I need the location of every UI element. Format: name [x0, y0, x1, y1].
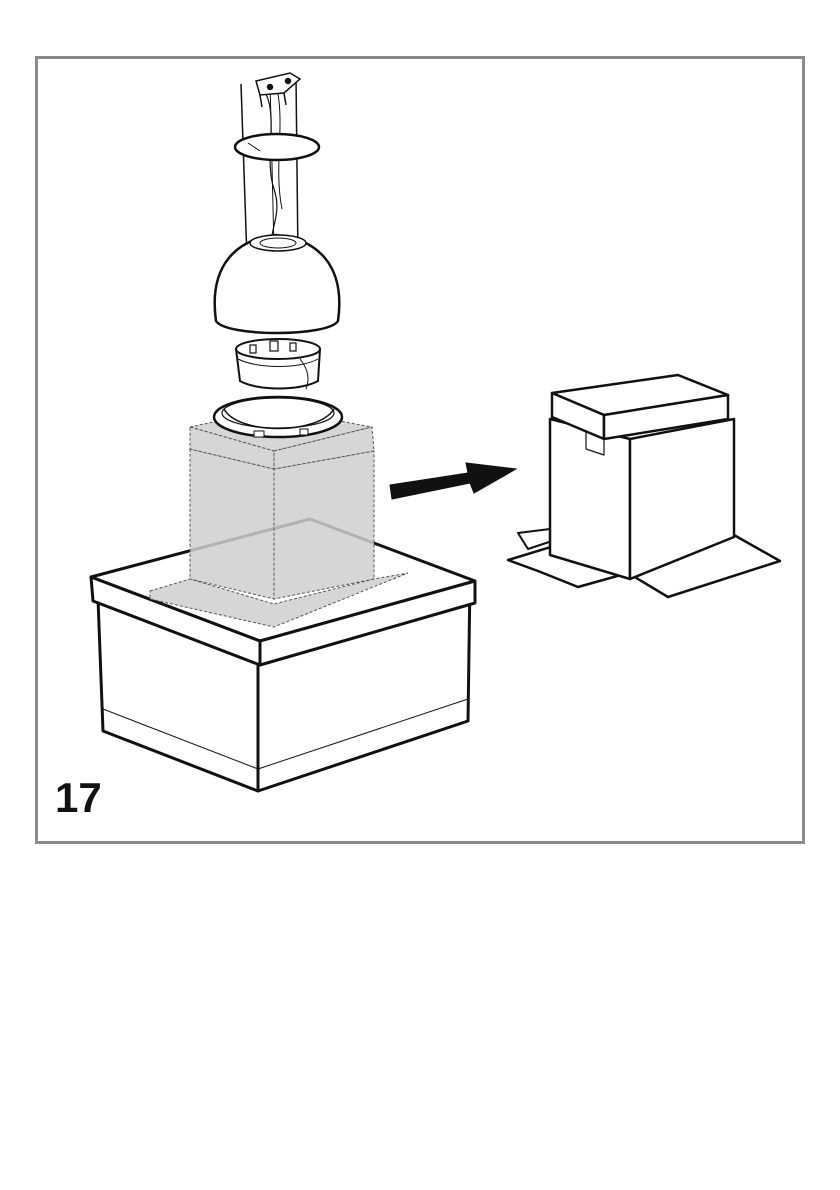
direction-arrow — [390, 463, 516, 499]
ghost-box-right — [274, 451, 374, 599]
chimney-tube — [241, 77, 298, 259]
cable-mount-bracket — [256, 73, 300, 107]
unpacked-box — [508, 375, 780, 597]
step-number: 17 — [55, 777, 102, 819]
suspension-cable — [266, 94, 277, 249]
hood-dome — [215, 235, 340, 333]
mounting-flange — [214, 397, 342, 437]
installation-illustration — [38, 59, 802, 841]
figure-frame: 17 — [35, 56, 805, 844]
motor-unit — [236, 339, 320, 389]
ghost-box-front — [190, 449, 274, 599]
ceiling-disc — [235, 134, 319, 160]
